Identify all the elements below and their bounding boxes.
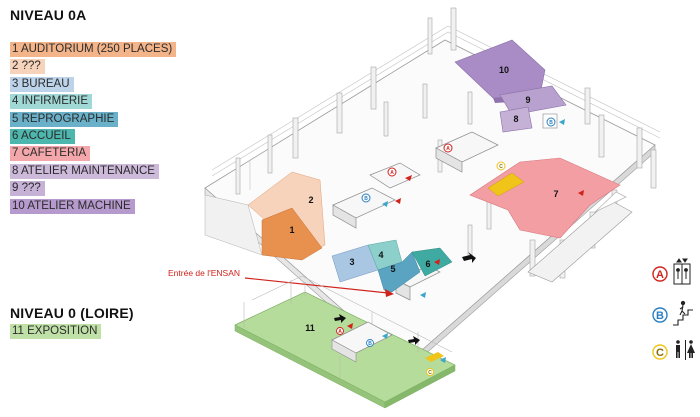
room-number-11: 11 (305, 323, 315, 333)
level-title-lower: NIVEAU 0 (LOIRE) (10, 305, 134, 321)
room-number-3: 3 (349, 257, 354, 267)
legend-item: 7 CAFETERIA (10, 146, 91, 162)
room-number-4: 4 (378, 250, 383, 260)
svg-text:C: C (499, 164, 503, 170)
stairs-person-icon (673, 300, 693, 326)
key-elevator: A (652, 258, 691, 285)
legend-item: 6 ACCUEIL (10, 129, 75, 144)
legend-item: 8 ATELIER MAINTENANCE (10, 163, 159, 179)
room-10-atelier-machine[interactable] (454, 39, 546, 99)
svg-text:A: A (656, 269, 664, 281)
room-number-7: 7 (553, 189, 558, 199)
plan-symbol-markers: A A B B C (361, 117, 584, 298)
stair-ramp (527, 199, 633, 283)
lower-level-plan: 11 A B C (234, 275, 456, 409)
room-number-1: 1 (289, 225, 294, 235)
room-number-6: 6 (425, 259, 430, 269)
svg-text:B: B (364, 196, 368, 202)
entrance-label: Entrée de l'ENSAN (168, 268, 241, 278)
legend-item: 1 AUDITORIUM (250 PLACES) (10, 42, 177, 57)
room-number-10: 10 (499, 65, 509, 75)
lower-entrance-arrow-icon (334, 314, 346, 323)
svg-text:C: C (656, 347, 664, 359)
restroom-icon (676, 340, 695, 360)
room-number-2: 2 (308, 195, 313, 205)
legend-item: 11 EXPOSITION (10, 324, 102, 339)
legend-item: 3 BUREAU (10, 76, 74, 92)
room-number-5: 5 (390, 264, 395, 274)
room-6-accueil[interactable] (411, 247, 453, 277)
svg-text:A: A (390, 170, 394, 176)
room-1-auditorium[interactable] (261, 207, 323, 261)
entrance-pointer-line (244, 277, 389, 294)
elevator-icon (673, 258, 691, 285)
svg-text:B: B (549, 120, 553, 126)
svg-text:A: A (446, 146, 450, 152)
legend-item: 2 ??? (10, 59, 45, 75)
legend-item: 5 REPROGRAPHIE (10, 111, 119, 127)
room-5-reprographie[interactable] (377, 251, 421, 293)
svg-text:A: A (338, 329, 342, 335)
symbol-key: A B (652, 258, 695, 360)
room-number-9: 9 (525, 95, 530, 105)
svg-text:C: C (428, 370, 432, 376)
key-restroom: C (652, 340, 695, 360)
room-8-atelier-maintenance[interactable] (499, 106, 533, 133)
svg-text:B: B (368, 341, 372, 347)
room-number-8: 8 (513, 114, 518, 124)
legend-item: 9 ??? (10, 181, 45, 197)
level-title-upper: NIVEAU 0A (10, 7, 87, 23)
entrance-arrow-icon (462, 252, 476, 263)
legend-item: 4 INFIRMERIE (10, 94, 93, 110)
svg-text:B: B (656, 310, 664, 322)
room-9[interactable] (499, 85, 567, 116)
legend-item: 10 ATELIER MACHINE (10, 198, 135, 214)
restroom-c-area (487, 172, 525, 197)
key-stairs: B (652, 300, 693, 326)
